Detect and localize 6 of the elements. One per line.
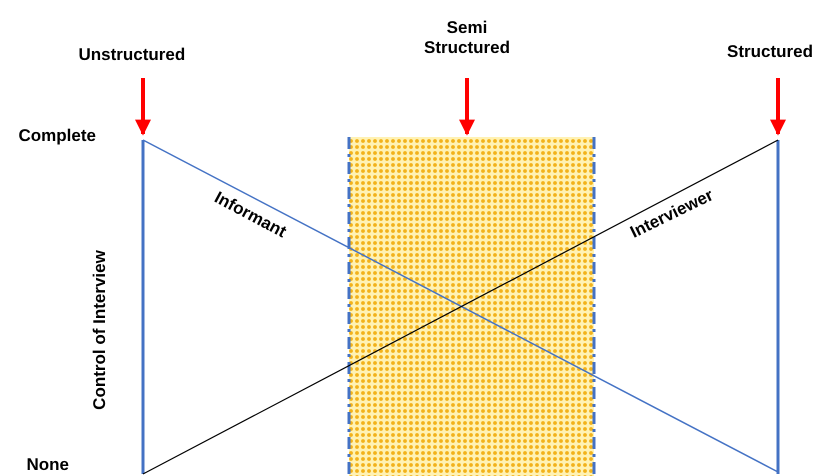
column-heading: Semi Structured	[423, 18, 511, 58]
column-heading: Unstructured	[78, 45, 186, 65]
scale-label: None	[26, 455, 69, 475]
scale-label: Complete	[18, 126, 96, 146]
axis-label: Control of Interview	[90, 250, 110, 410]
column-heading: Structured	[727, 42, 813, 62]
